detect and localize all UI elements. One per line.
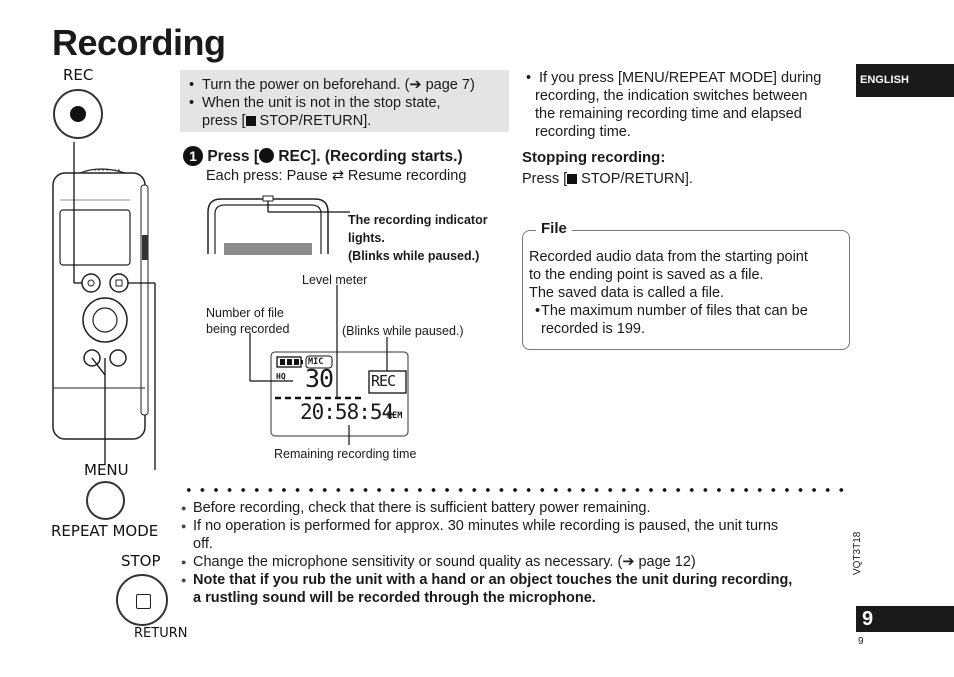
lcd-time: 20:58:54 — [300, 400, 394, 424]
lcd-mic: MIC — [308, 357, 324, 367]
lcd-file-number: 30 — [305, 364, 334, 393]
stop-label: STOP — [121, 552, 161, 570]
stopping-heading: Stopping recording: — [522, 149, 666, 166]
stop-square-icon — [567, 174, 578, 184]
file-bullet: The maximum number of files that can be — [529, 302, 847, 320]
step1-subtext: Each press: Pause ⇄ Resume recording — [206, 168, 467, 184]
menu-label: MENU — [84, 461, 129, 479]
lcd-rem: REM — [387, 411, 403, 421]
rec-dot-icon — [259, 148, 275, 163]
file-info-box — [522, 230, 850, 350]
note-item: Before recording, check that there is su… — [181, 499, 853, 517]
dotted-separator — [182, 486, 852, 494]
recorder-device-illustration — [52, 142, 156, 470]
prereq-item: Turn the power on beforehand. (➔ page 7) — [183, 76, 508, 94]
return-label: RETURN — [134, 626, 188, 641]
indicator-closeup-illustration — [207, 195, 350, 255]
lcd-hq: HQ — [276, 372, 286, 381]
file-description: Recorded audio data from the starting po… — [529, 248, 847, 338]
display-switch-note: If you press [MENU/REPEAT MODE] during r… — [520, 69, 850, 141]
lcd-rec: REC — [371, 372, 396, 390]
prerequisite-list: Turn the power on beforehand. (➔ page 7)… — [183, 76, 508, 130]
toggle-arrow-icon: ⇄ — [331, 168, 344, 184]
blinks-label: (Blinks while paused.) — [342, 324, 464, 338]
remaining-time-label: Remaining recording time — [274, 447, 417, 461]
notes-list: Before recording, check that there is su… — [181, 499, 853, 607]
repeat-mode-label: REPEAT MODE — [51, 522, 159, 540]
rec-label: REC — [63, 66, 94, 84]
page-number: 9 — [858, 636, 864, 647]
rec-button-icon — [53, 89, 103, 139]
page-number-tab: 9 — [856, 606, 954, 632]
stop-square-icon — [245, 116, 256, 126]
stop-button-icon — [116, 574, 168, 626]
language-tab: ENGLISH — [856, 64, 954, 97]
note-item: Change the microphone sensitivity or sou… — [181, 553, 853, 571]
step1-heading: 1 Press [ REC]. (Recording starts.) — [183, 146, 463, 166]
level-meter-label: Level meter — [302, 273, 368, 287]
file-heading: File — [536, 220, 572, 237]
document-code: VQT3T18 — [852, 531, 863, 575]
indicator-callout: The recording indicator lights. (Blinks … — [348, 213, 488, 263]
file-number-label: Number of file being recorded — [206, 306, 290, 336]
note-item-warning: Note that if you rub the unit with a han… — [181, 571, 853, 607]
note-item: If no operation is performed for approx.… — [181, 517, 853, 553]
prereq-item-cont: press [ STOP/RETURN]. — [202, 113, 372, 129]
menu-button-icon — [86, 481, 125, 520]
prereq-item: When the unit is not in the stop state, — [183, 94, 508, 112]
lcd-display-diagram — [249, 285, 409, 445]
step-number-badge: 1 — [183, 146, 203, 166]
stopping-text: Press [ STOP/RETURN]. — [522, 171, 693, 187]
page-title: Recording — [52, 22, 226, 63]
